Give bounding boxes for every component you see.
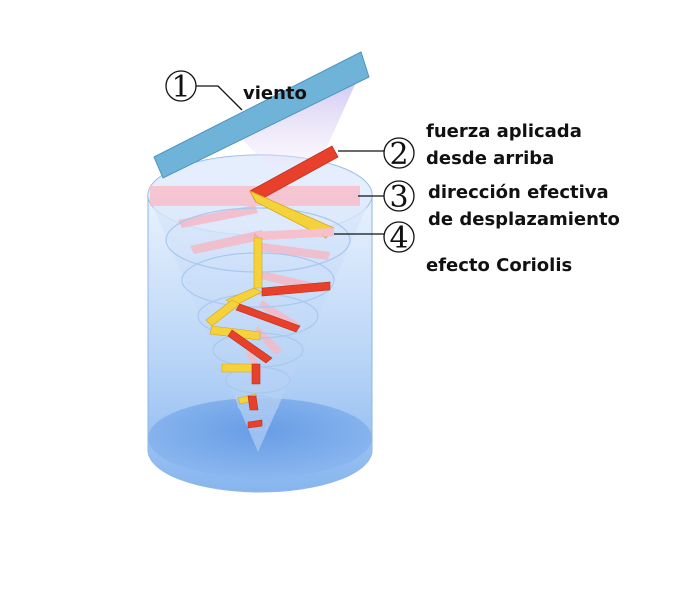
- force-vectors: [205, 145, 339, 429]
- coriolis-band: [254, 228, 334, 240]
- marker-3-label: 3: [389, 180, 408, 215]
- marker-1: 1: [165, 70, 197, 105]
- spiral-arrow: [178, 205, 258, 228]
- wind-plate: [153, 51, 370, 179]
- label-coriolis: efecto Coriolis: [426, 255, 572, 276]
- leader-line-1: [196, 85, 243, 111]
- marker-4-label: 4: [389, 221, 408, 256]
- marker-2-label: 2: [389, 137, 408, 172]
- marker-4: 4: [383, 221, 415, 256]
- label-direccion-line2: de desplazamiento: [428, 209, 620, 230]
- marker-3: 3: [383, 180, 415, 215]
- spiral-arrow: [260, 243, 330, 260]
- marker-1-label: 1: [171, 70, 190, 105]
- wind-beam: [238, 78, 358, 168]
- leader-lines: [196, 85, 384, 235]
- spiral-arrow: [190, 230, 266, 254]
- marker-2: 2: [383, 137, 415, 172]
- effective-arrow-top: [249, 190, 335, 239]
- label-viento: viento: [243, 83, 307, 104]
- label-direccion-line1: dirección efectiva: [428, 182, 609, 203]
- label-fuerza-line1: fuerza aplicada: [426, 121, 582, 142]
- label-fuerza-line2: desde arriba: [426, 148, 554, 169]
